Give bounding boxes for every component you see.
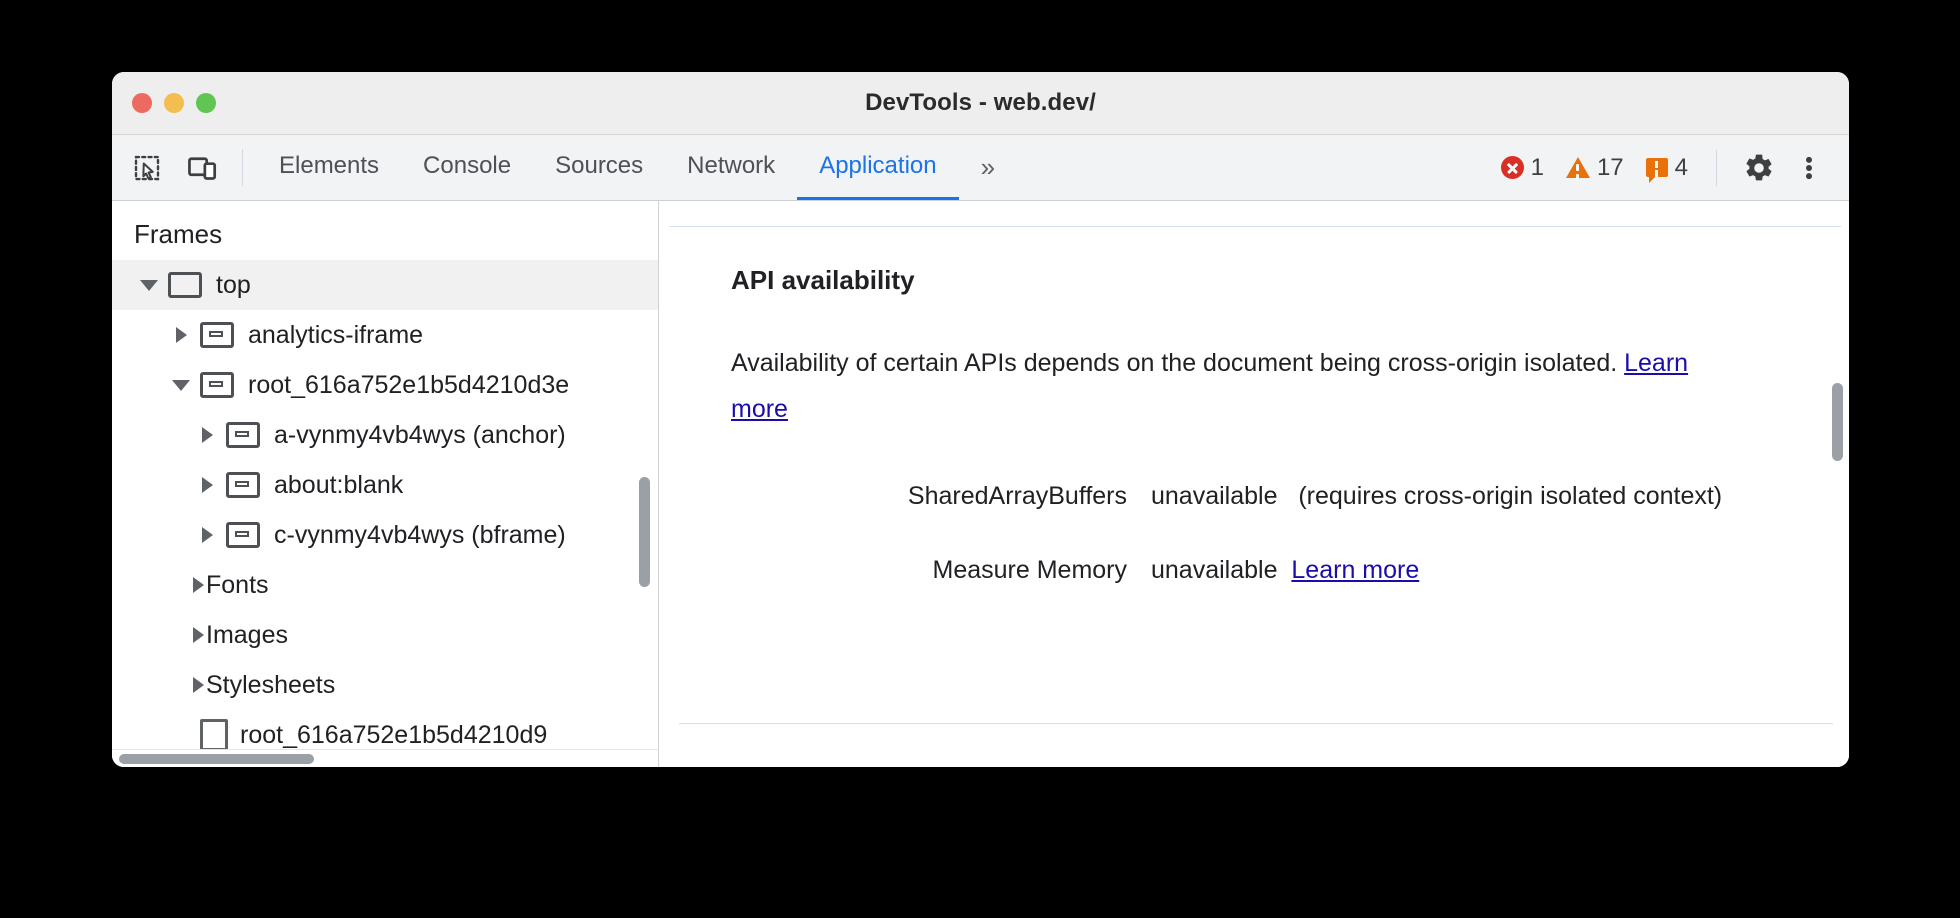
issue-counter[interactable]: 4	[1638, 153, 1696, 183]
row-shared-array-buffers: SharedArrayBuffers unavailable (requires…	[731, 473, 1841, 519]
tree-item-label: analytics-iframe	[248, 320, 424, 349]
toolbar-left-icons	[124, 135, 236, 200]
tree-item-label: root_616a752e1b5d4210d9	[240, 720, 548, 749]
tree-item-analytics-iframe[interactable]: analytics-iframe	[112, 310, 658, 360]
content-vertical-scrollbar[interactable]	[1832, 383, 1843, 461]
measure-memory-learn-more-link[interactable]: Learn more	[1291, 555, 1420, 584]
subframe-icon	[226, 422, 260, 448]
maximize-window-button[interactable]	[196, 93, 216, 113]
tree-item-stylesheets[interactable]: Stylesheets	[112, 660, 658, 710]
row-status: unavailable	[1151, 555, 1278, 584]
issue-icon	[1645, 158, 1668, 183]
row-key: Measure Memory	[932, 555, 1128, 584]
sidebar-vertical-scrollbar[interactable]	[639, 477, 650, 587]
traffic-lights	[132, 93, 216, 113]
content-bottom-divider	[679, 723, 1833, 725]
frames-sidebar: Frames top analytics-iframe	[112, 201, 659, 767]
devtools-body: Frames top analytics-iframe	[112, 201, 1849, 767]
api-availability-panel: API availability Availability of certain…	[669, 227, 1841, 743]
section-description: Availability of certain APIs depends on …	[731, 340, 1741, 433]
sidebar-horizontal-scrollbar[interactable]	[112, 749, 658, 767]
tree-item-label: c-vynmy4vb4wys (bframe)	[274, 520, 566, 549]
row-status: unavailable	[1151, 481, 1278, 510]
devtools-window: DevTools - web.dev/	[112, 72, 1849, 767]
inspect-element-icon[interactable]	[124, 145, 170, 191]
row-value: unavailable Learn more	[1151, 547, 1791, 593]
chevron-right-icon[interactable]	[196, 527, 218, 543]
frames-tree: top analytics-iframe root_616a752e1b5d42…	[112, 260, 658, 760]
tab-network[interactable]: Network	[687, 152, 776, 179]
error-counter[interactable]: 1	[1493, 154, 1552, 182]
warning-counter[interactable]: 17	[1558, 154, 1632, 182]
tree-item-label: Stylesheets	[206, 670, 336, 699]
section-title: API availability	[731, 265, 915, 295]
row-note: (requires cross-origin isolated context)	[1298, 481, 1723, 510]
content-top-divider	[669, 201, 1841, 227]
warning-count: 17	[1596, 153, 1624, 181]
gear-icon[interactable]	[1737, 146, 1781, 190]
tree-item-about-blank[interactable]: about:blank	[112, 460, 658, 510]
tree-item-label: Images	[206, 620, 288, 649]
close-window-button[interactable]	[132, 93, 152, 113]
row-key: SharedArrayBuffers	[907, 481, 1127, 510]
panel-tabs: Elements Console Sources Network Applica…	[257, 135, 1493, 200]
chevron-right-icon[interactable]	[190, 577, 206, 593]
learn-more-link[interactable]: Learn more	[731, 349, 1689, 424]
tree-item-label: Fonts	[206, 570, 269, 599]
error-icon	[1500, 156, 1524, 179]
device-toolbar-icon[interactable]	[180, 145, 226, 191]
row-value: unavailable (requires cross-origin isola…	[1151, 473, 1791, 519]
toolbar-right: 1 17 4	[1493, 135, 1831, 200]
tree-item-root-frame[interactable]: root_616a752e1b5d4210d3e	[112, 360, 658, 410]
row-measure-memory: Measure Memory unavailable Learn more	[731, 547, 1841, 593]
tab-elements[interactable]: Elements	[279, 152, 380, 179]
toolbar-divider-right	[1716, 149, 1717, 186]
warning-icon	[1565, 157, 1590, 178]
tab-application[interactable]: Application	[797, 135, 959, 200]
kebab-menu-icon[interactable]	[1787, 146, 1831, 190]
sidebar-horizontal-scrollbar-thumb[interactable]	[119, 754, 314, 764]
tree-item-top[interactable]: top	[112, 260, 658, 310]
tab-sources[interactable]: Sources	[555, 152, 644, 179]
frame-icon	[168, 272, 202, 298]
subframe-icon	[200, 322, 234, 348]
error-count: 1	[1530, 153, 1544, 181]
subframe-icon	[226, 522, 260, 548]
application-content: API availability Availability of certain…	[659, 201, 1849, 767]
tab-console[interactable]: Console	[423, 152, 512, 179]
tree-item-bframe[interactable]: c-vynmy4vb4wys (bframe)	[112, 510, 658, 560]
issue-count: 4	[1674, 153, 1688, 181]
tree-item-label: root_616a752e1b5d4210d3e	[248, 370, 570, 399]
chevron-right-icon[interactable]	[196, 477, 218, 493]
devtools-toolbar: Elements Console Sources Network Applica…	[112, 135, 1849, 201]
tree-item-images[interactable]: Images	[112, 610, 658, 660]
tree-item-label: a-vynmy4vb4wys (anchor)	[274, 420, 566, 449]
chevron-right-icon[interactable]	[196, 427, 218, 443]
subframe-icon	[226, 472, 260, 498]
window-title: DevTools - web.dev/	[865, 89, 1096, 116]
tree-item-label: top	[216, 270, 251, 299]
sidebar-title: Frames	[134, 219, 223, 249]
subframe-icon	[200, 372, 234, 398]
chevron-down-icon[interactable]	[138, 279, 160, 291]
minimize-window-button[interactable]	[164, 93, 184, 113]
description-text: Availability of certain APIs depends on …	[731, 349, 1625, 377]
chevron-right-icon[interactable]	[190, 677, 206, 693]
chevron-right-icon[interactable]	[170, 327, 192, 343]
window-titlebar: DevTools - web.dev/	[112, 72, 1849, 135]
tree-item-anchor-frame[interactable]: a-vynmy4vb4wys (anchor)	[112, 410, 658, 460]
chevron-down-icon[interactable]	[170, 379, 192, 391]
tree-item-label: about:blank	[274, 470, 404, 499]
content-inner: API availability Availability of certain…	[659, 201, 1849, 767]
document-icon	[200, 719, 228, 751]
chevron-right-icon[interactable]	[190, 627, 206, 643]
tree-item-fonts[interactable]: Fonts	[112, 560, 658, 610]
toolbar-divider	[242, 149, 243, 186]
more-tabs-icon[interactable]: »	[980, 152, 995, 182]
